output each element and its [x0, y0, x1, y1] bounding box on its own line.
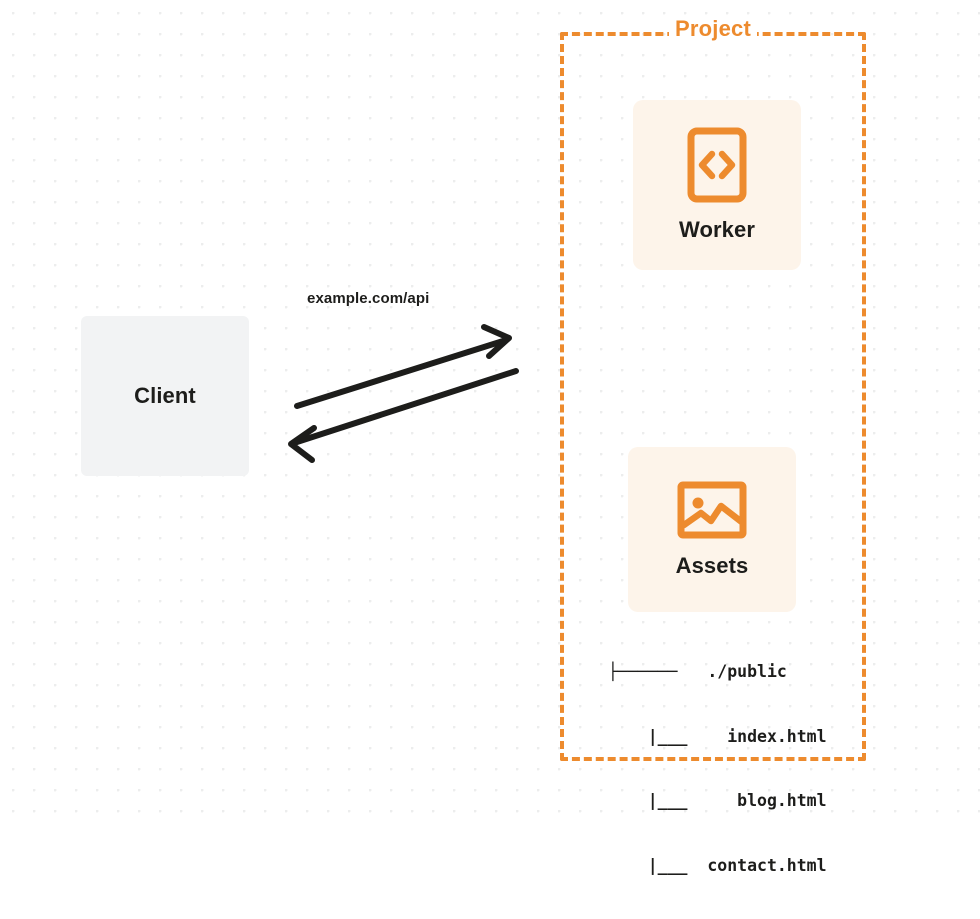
file-tree-line: |___ blog.html [608, 791, 827, 810]
file-tree-line: |___ contact.html [608, 855, 827, 875]
image-icon [677, 481, 747, 538]
response-arrow [288, 368, 519, 463]
file-tree-line: ├────── ./public [608, 662, 787, 681]
project-title: Project [669, 16, 757, 42]
project-group: Project Worker Assets ├────── ./public |… [560, 16, 866, 875]
request-arrow [294, 324, 512, 409]
code-brackets-icon [687, 127, 747, 203]
connection-label: example.com/api [307, 290, 430, 307]
client-node-label: Client [134, 383, 196, 408]
client-node: Client [81, 316, 249, 476]
worker-card[interactable]: Worker [633, 100, 801, 270]
assets-card-label: Assets [675, 552, 749, 578]
worker-card-label: Worker [679, 217, 755, 242]
file-tree-line: |___ index.html [608, 726, 827, 746]
diagram-canvas: Client example.com/api Project Worker [0, 0, 980, 875]
assets-file-tree: ├────── ./public |___ index.html |___ bl… [608, 618, 827, 919]
assets-card[interactable]: Assets [628, 447, 796, 612]
